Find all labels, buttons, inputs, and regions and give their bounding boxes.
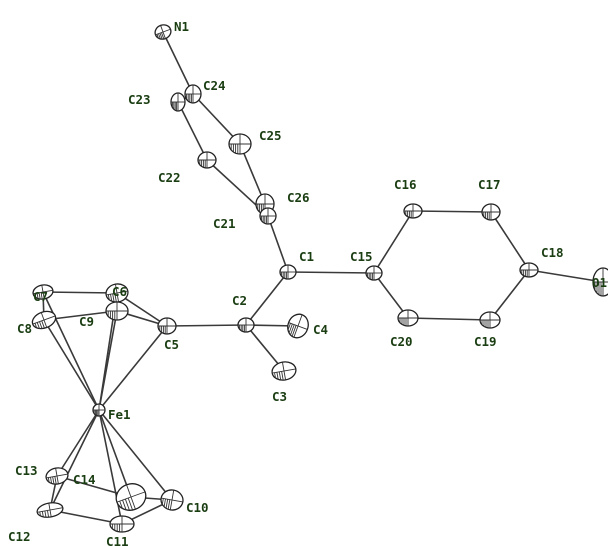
atom-c16: [403, 203, 423, 219]
bond-c21-c1: [267, 215, 289, 273]
atom-c11: [109, 515, 135, 533]
atom-c8: [31, 310, 57, 330]
bond-layer: [42, 31, 604, 525]
atom-c18: [519, 262, 539, 278]
bond-c1-c2: [245, 271, 289, 326]
atom-label-c26: C26: [287, 190, 310, 205]
atom-label-c1: C1: [299, 249, 314, 264]
atom-label-n1: N1: [174, 19, 189, 34]
atom-label-c22: C22: [158, 170, 181, 185]
atom-label-c24: C24: [203, 78, 226, 93]
atom-label-c25: C25: [259, 128, 282, 143]
atom-c20: [397, 309, 419, 327]
atom-label-c21: C21: [213, 216, 236, 231]
atom-label-c20: C20: [390, 334, 413, 349]
atom-c10: [160, 489, 184, 511]
atom-fe1: [92, 403, 106, 417]
atom-o1: [592, 267, 608, 297]
atom-c1: [279, 264, 297, 280]
atom-label-c12: C12: [8, 529, 31, 544]
atom-n1: [154, 24, 172, 40]
atom-c25: [228, 133, 252, 155]
bond-fe1-c14: [98, 409, 132, 498]
atom-label-c8: C8: [17, 321, 32, 336]
atom-c21: [259, 207, 277, 225]
atom-c14: [115, 483, 147, 511]
bond-c17-c18: [490, 211, 530, 271]
bond-c2-c5: [166, 324, 247, 327]
atom-c12: [36, 502, 64, 518]
atom-label-c2: C2: [232, 293, 247, 308]
atom-label-c14: C14: [73, 472, 96, 487]
bond-c18-o1: [528, 269, 604, 283]
atom-label-c15: C15: [350, 249, 373, 264]
bond-c25-c26: [239, 143, 266, 205]
bond-fe1-c13: [56, 409, 100, 477]
bond-c18-c19: [489, 269, 530, 321]
atom-label-c7: C7: [33, 289, 48, 304]
atom-label-c10: C10: [186, 500, 209, 515]
atom-c6: [105, 283, 129, 303]
atom-c7: [32, 284, 54, 300]
bond-fe1-c5: [98, 325, 168, 411]
atom-c22: [197, 151, 217, 169]
bond-n1-c24: [162, 31, 194, 95]
bond-c1-c15: [287, 271, 375, 274]
atom-c17: [481, 203, 501, 221]
bond-fe1-c9: [98, 310, 118, 411]
atom-label-c19: C19: [474, 334, 497, 349]
bond-fe1-c10: [98, 409, 173, 501]
atom-label-c6: C6: [112, 284, 127, 299]
atom-c13: [45, 467, 69, 485]
bond-c20-c15: [373, 272, 409, 319]
bond-c19-c20: [407, 317, 491, 321]
atom-c15: [365, 265, 383, 281]
atom-label-c18: C18: [541, 245, 564, 260]
atom-label-c16: C16: [394, 177, 417, 192]
atom-label-c9: C9: [79, 314, 94, 329]
atom-layer: [31, 24, 608, 533]
atom-c3: [271, 361, 297, 381]
bond-c23-c22: [177, 101, 208, 161]
bond-c15-c16: [373, 210, 414, 274]
atom-label-c4: C4: [313, 322, 328, 337]
atom-c9: [105, 301, 129, 321]
atom-label-fe1: Fe1: [108, 407, 131, 422]
atom-c2: [237, 317, 255, 333]
bond-c6-c7: [42, 291, 118, 294]
atom-c24: [184, 84, 202, 104]
atom-label-o1: O1: [592, 275, 607, 290]
atom-label-c11: C11: [106, 534, 129, 546]
atom-label-c13: C13: [15, 463, 38, 478]
bond-c24-c25: [192, 93, 241, 145]
bond-c16-c17: [412, 210, 492, 213]
atom-label-c5: C5: [164, 337, 179, 352]
bond-fe1-c12: [49, 409, 100, 511]
atom-c4: [287, 313, 309, 339]
atom-label-c3: C3: [272, 389, 287, 404]
atom-label-c17: C17: [478, 177, 501, 192]
atom-c19: [479, 311, 501, 329]
atom-c23: [170, 92, 186, 112]
atom-label-c23: C23: [128, 92, 151, 107]
bond-fe1-c11: [98, 409, 123, 525]
bond-fe1-c8: [43, 319, 100, 411]
bond-fe1-c7: [42, 291, 100, 411]
atom-c5: [157, 317, 177, 335]
